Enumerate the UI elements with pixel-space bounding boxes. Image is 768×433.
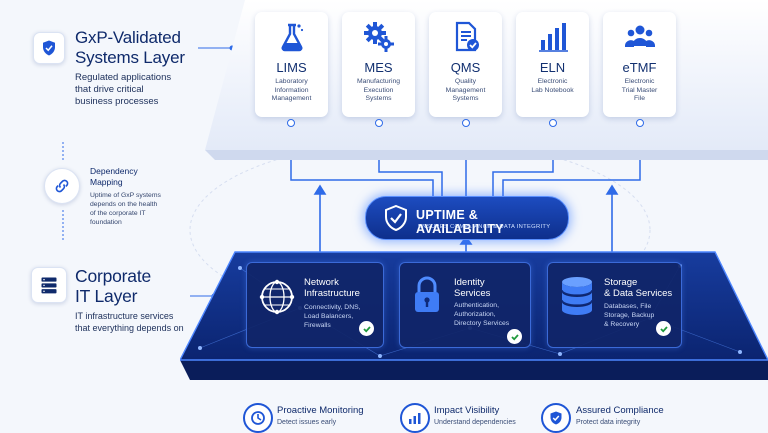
feature-description: Protect data integrity	[576, 419, 641, 426]
check-icon	[359, 321, 374, 336]
bar-chart-icon	[400, 403, 430, 433]
document-check-icon	[455, 21, 479, 52]
feature-title: Assured Compliance	[576, 405, 664, 416]
globe-network-icon	[259, 279, 295, 315]
dependency-mapping-description: Uptime of GxP systems depends on the hea…	[90, 192, 161, 226]
corporate-it-description: IT infrastructure services that everythi…	[75, 311, 184, 333]
app-name: MES	[364, 60, 393, 75]
flask-icon	[281, 23, 304, 52]
app-name: QMS	[450, 60, 481, 75]
service-title: Storage& Data Services	[604, 277, 673, 299]
bar-chart-icon	[539, 23, 568, 52]
mes-connector-dot	[375, 119, 383, 127]
clock-icon	[243, 403, 273, 433]
gears-icon	[364, 22, 394, 52]
chain-link-icon	[55, 179, 69, 193]
app-name: eTMF	[622, 60, 657, 75]
uptime-availability-pill: UPTIME & AVAILABILITY ENSURES COMPLIANCE…	[365, 196, 569, 240]
app-name: LIMS	[276, 60, 307, 75]
uptime-subtitle: ENSURES COMPLIANCE & DATA INTEGRITY	[418, 224, 551, 230]
shield-check-icon	[541, 403, 571, 433]
feature-description: Understand dependencies	[434, 419, 516, 426]
check-icon	[507, 329, 522, 344]
padlock-icon	[415, 276, 439, 312]
feature-title: Proactive Monitoring	[277, 405, 364, 416]
gxp-layer-badge	[33, 32, 65, 64]
qms-connector-dot	[462, 119, 470, 127]
corporate-it-badge	[31, 267, 67, 303]
eln-connector-dot	[549, 119, 557, 127]
database-icon	[561, 277, 593, 315]
check-icon	[656, 321, 671, 336]
feature-description: Detect issues early	[277, 419, 337, 426]
shield-check-icon	[43, 40, 55, 56]
dependency-mapping-title: Dependency Mapping	[90, 166, 138, 187]
uptime-title: UPTIME & AVAILABILITY	[416, 208, 504, 236]
app-name: ELN	[539, 60, 566, 75]
people-icon	[624, 25, 656, 47]
gxp-layer-description: Regulated applications that drive critic…	[75, 72, 172, 107]
server-stack-icon	[41, 277, 57, 294]
lims-connector-dot	[287, 119, 295, 127]
shield-check-icon	[385, 205, 407, 231]
gxp-layer-title: GxP-Validated Systems Layer	[75, 28, 185, 67]
dependency-mapping-badge	[44, 168, 80, 204]
etmf-connector-dot	[636, 119, 644, 127]
feature-title: Impact Visibility	[434, 405, 500, 416]
service-description: Connectivity, DNS,Load Balancers,Firewal…	[304, 304, 361, 329]
service-description: Authentication,Authorization,Directory S…	[454, 302, 510, 327]
corporate-it-title: Corporate IT Layer	[75, 266, 152, 306]
